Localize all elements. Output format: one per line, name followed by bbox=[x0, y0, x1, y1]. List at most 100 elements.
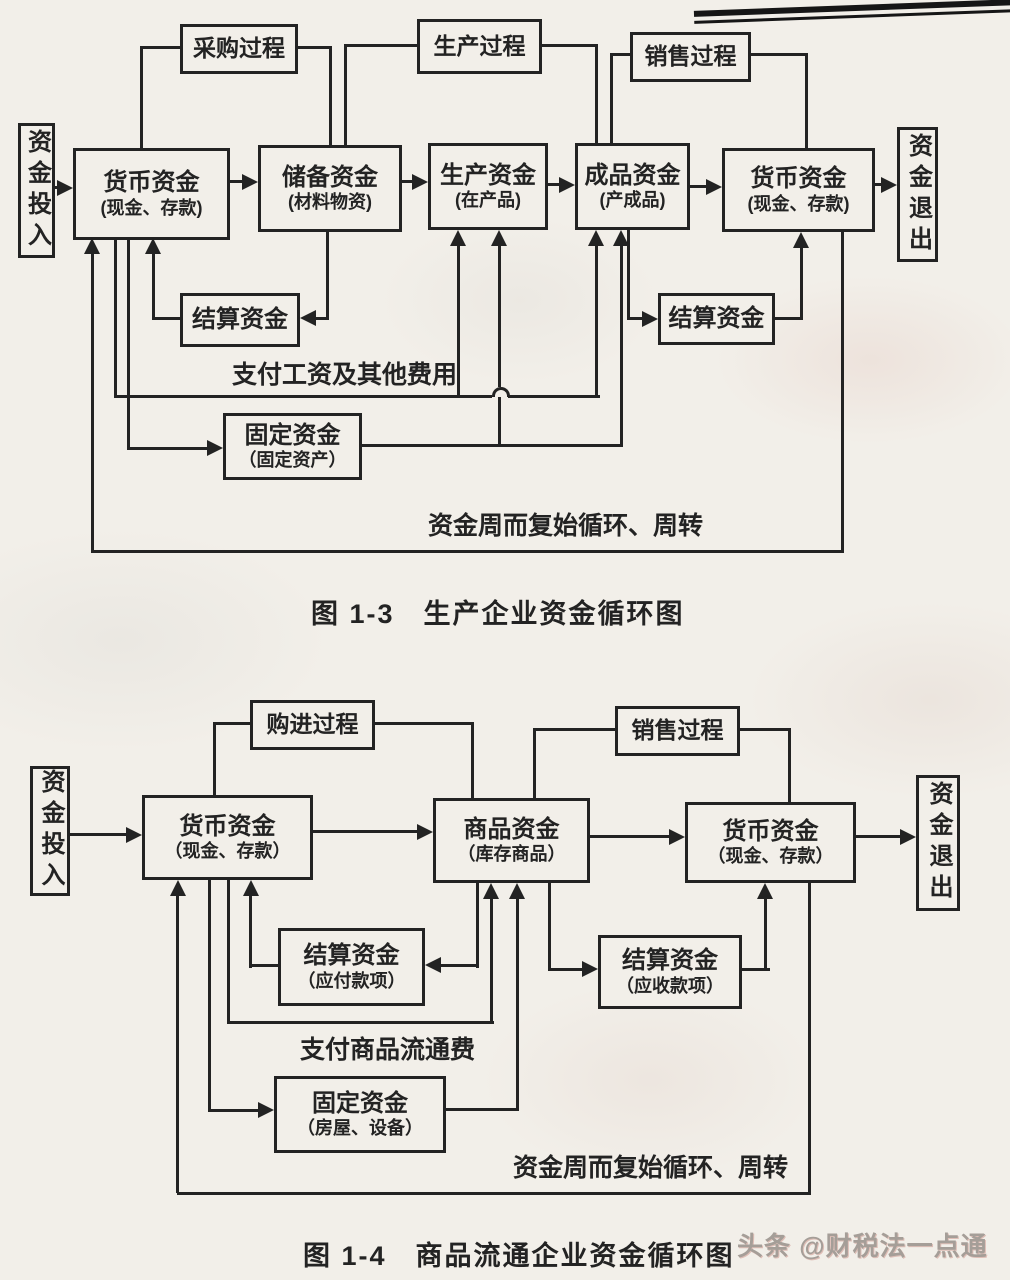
connector-line bbox=[498, 246, 501, 387]
box-capital-inflow-2: 资金投入 bbox=[30, 766, 70, 896]
box-title: 货币资金 bbox=[103, 169, 200, 197]
box-subtitle: （应收款项） bbox=[616, 975, 724, 996]
box-monetary-funds-4: 货币资金 （现金、存款） bbox=[685, 802, 856, 883]
box-subtitle: (在产品) bbox=[455, 190, 521, 211]
arrowhead-right-icon bbox=[412, 174, 428, 190]
box-subtitle: (现金、存款) bbox=[747, 193, 850, 214]
arrowhead-right-icon bbox=[258, 1102, 274, 1118]
box-settlement-funds-receivable: 结算资金 （应收款项） bbox=[598, 935, 742, 1009]
connector-line bbox=[457, 246, 460, 398]
connector-line bbox=[249, 896, 252, 968]
connector-line bbox=[230, 180, 244, 183]
connector-line bbox=[471, 722, 474, 798]
arrowhead-right-icon bbox=[706, 179, 722, 195]
connector-line bbox=[91, 254, 94, 553]
connector-line bbox=[93, 550, 844, 553]
label-capital-cycle-2: 资金周而复始循环、周转 bbox=[513, 1154, 789, 1182]
box-subtitle: （应付款项） bbox=[297, 970, 406, 991]
connector-line bbox=[213, 722, 216, 795]
connector-line bbox=[875, 183, 883, 186]
box-production-process: 生产过程 bbox=[417, 19, 542, 74]
arrowhead-up-icon bbox=[588, 230, 604, 246]
connector-line bbox=[627, 230, 630, 320]
connector-line bbox=[516, 899, 519, 1111]
box-subtitle: （现金、存款） bbox=[707, 846, 834, 867]
box-title: 货币资金 bbox=[179, 812, 276, 840]
box-title: 货币资金 bbox=[750, 165, 847, 193]
arrowhead-left-icon bbox=[425, 957, 441, 973]
box-title: 结算资金 bbox=[622, 947, 718, 975]
connector-line bbox=[114, 395, 492, 398]
box-title: 商品资金 bbox=[463, 815, 560, 843]
connector-line bbox=[344, 44, 347, 145]
connector-line bbox=[498, 396, 501, 447]
arrowhead-right-icon bbox=[559, 177, 575, 193]
scan-edge-rule bbox=[693, 0, 1010, 30]
label-pay-distribution-costs: 支付商品流通费 bbox=[300, 1036, 476, 1064]
watermark-toutiao: 头条 @财税法一点通 bbox=[737, 1231, 988, 1261]
connector-line bbox=[805, 53, 808, 148]
box-subtitle: （固定资产） bbox=[238, 450, 347, 471]
connector-line bbox=[298, 46, 332, 49]
figure-1-caption: 图 1-3 生产企业资金循环图 bbox=[311, 599, 685, 629]
connector-line bbox=[841, 232, 844, 553]
connector-line bbox=[590, 835, 669, 838]
box-monetary-funds-3: 货币资金 （现金、存款） bbox=[142, 795, 313, 880]
connector-line bbox=[630, 317, 644, 320]
connector-line bbox=[344, 44, 417, 47]
connector-line bbox=[742, 968, 770, 971]
box-title: 成品资金 bbox=[584, 161, 681, 189]
box-title: 货币资金 bbox=[722, 817, 819, 845]
connector-line bbox=[329, 46, 332, 145]
connector-line bbox=[140, 46, 143, 148]
arrowhead-right-icon bbox=[900, 829, 916, 845]
connector-line bbox=[140, 46, 180, 49]
box-settlement-funds-right-1: 结算资金 bbox=[658, 293, 775, 345]
arrowhead-right-icon bbox=[57, 180, 73, 196]
arrowhead-up-icon bbox=[491, 230, 507, 246]
box-capital-outflow-1: 资金退出 bbox=[897, 127, 938, 262]
connector-line bbox=[326, 232, 329, 320]
box-subtitle: （房屋、设备） bbox=[297, 1118, 423, 1139]
box-monetary-funds-1: 货币资金 (现金、存款) bbox=[73, 148, 230, 240]
box-purchase-process: 采购过程 bbox=[180, 24, 298, 74]
box-title: 生产资金 bbox=[440, 161, 536, 189]
connector-line bbox=[775, 317, 803, 320]
connector-line bbox=[800, 248, 803, 320]
connector-line bbox=[856, 835, 900, 838]
connector-line bbox=[313, 830, 417, 833]
box-commodity-funds: 商品资金 （库存商品） bbox=[433, 798, 590, 883]
box-title: 结算资金 bbox=[192, 305, 288, 333]
connector-line bbox=[152, 254, 155, 320]
figure-2-caption: 图 1-4 商品流通企业资金循环图 bbox=[303, 1241, 735, 1271]
connector-line bbox=[542, 44, 598, 47]
box-title: 储备资金 bbox=[282, 163, 378, 191]
arrowhead-up-icon bbox=[757, 883, 773, 899]
connector-line bbox=[213, 722, 250, 725]
box-capital-outflow-2: 资金退出 bbox=[916, 775, 960, 911]
connector-line bbox=[446, 1108, 518, 1111]
connector-line bbox=[441, 964, 477, 967]
label-capital-cycle-1: 资金周而复始循环、周转 bbox=[428, 512, 704, 540]
arrowhead-up-icon bbox=[509, 883, 525, 899]
arrowhead-right-icon bbox=[669, 829, 685, 845]
box-purchasing-process: 购进过程 bbox=[250, 700, 375, 750]
box-subtitle: (材料物资) bbox=[288, 192, 372, 213]
arrowhead-up-icon bbox=[483, 883, 499, 899]
connector-line bbox=[610, 53, 630, 56]
box-subtitle: (现金、存款) bbox=[100, 197, 203, 218]
arrowhead-up-icon bbox=[613, 230, 629, 246]
connector-line bbox=[533, 728, 536, 798]
box-subtitle: (产成品) bbox=[599, 190, 666, 211]
box-settlement-funds-payable: 结算资金 （应付款项） bbox=[278, 928, 425, 1006]
connector-line bbox=[227, 880, 230, 1024]
connector-line bbox=[155, 317, 180, 320]
box-sales-process-1: 销售过程 bbox=[630, 32, 751, 82]
arrowhead-up-icon bbox=[145, 238, 161, 254]
arrowhead-up-icon bbox=[450, 230, 466, 246]
connector-line bbox=[610, 53, 613, 143]
connector-line bbox=[177, 1192, 811, 1195]
arrowhead-right-icon bbox=[417, 824, 433, 840]
connector-line bbox=[764, 899, 767, 971]
